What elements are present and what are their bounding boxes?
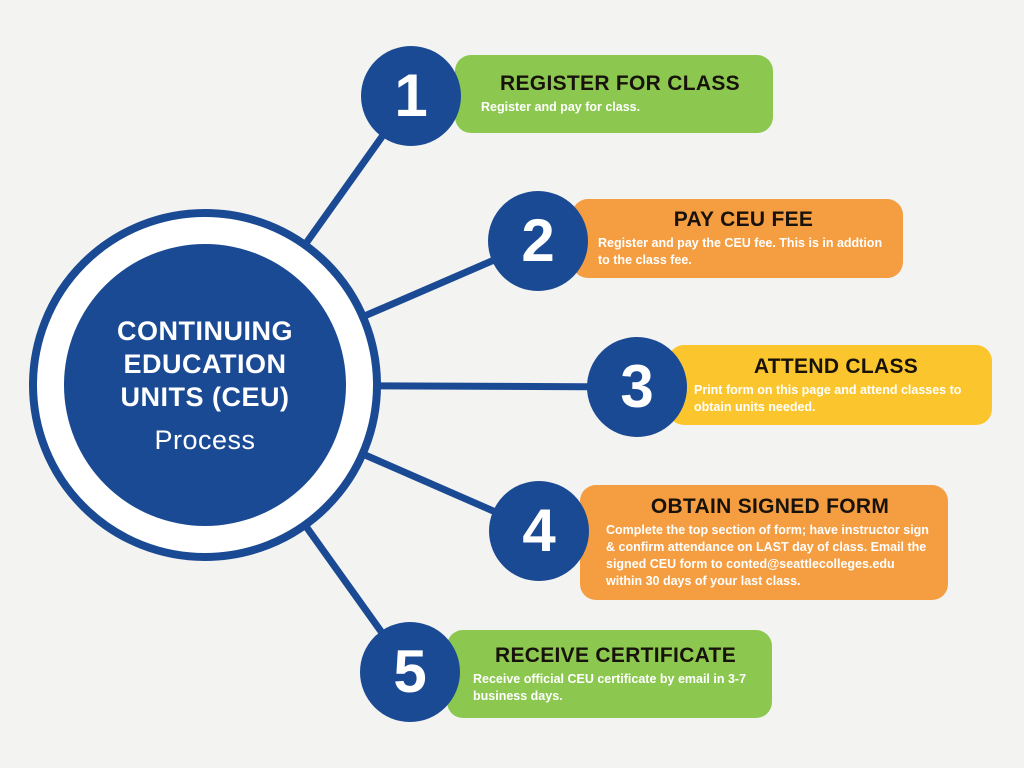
step-5-number-badge: 5 [360,622,460,722]
step-2-number: 2 [521,207,555,274]
step-5-description: Receive official CEU certificate by emai… [473,671,747,703]
center-circle: CONTINUING EDUCATION UNITS (CEU) Process [64,244,346,526]
step-2-title: PAY CEU FEE [673,208,814,231]
center-subtitle: Process [154,424,256,455]
step-2-box: PAY CEU FEE Register and pay the CEU fee… [572,199,903,278]
step-4-box: OBTAIN SIGNED FORM Complete the top sect… [580,485,948,600]
step-4-number-badge: 4 [489,481,589,581]
step-4-number: 4 [522,497,556,564]
step-1-description: Register and pay for class. [481,100,641,114]
step-5-number: 5 [393,638,427,705]
step-3-description: Print form on this page and attend class… [694,382,962,414]
center-title-line-3: UNITS (CEU) [120,381,290,412]
step-3-box: ATTEND CLASS Print form on this page and… [668,345,992,425]
step-1-box: REGISTER FOR CLASS Register and pay for … [455,55,773,133]
step-3-number-badge: 3 [587,337,687,437]
step-3-number: 3 [620,353,654,420]
step-5-box: RECEIVE CERTIFICATE Receive official CEU… [447,630,772,718]
step-4-description: Complete the top section of form; have i… [606,523,929,588]
step-1-number-badge: 1 [361,46,461,146]
step-4-title: OBTAIN SIGNED FORM [650,495,890,518]
step-5-title: RECEIVE CERTIFICATE [495,643,736,667]
step-1-title: REGISTER FOR CLASS [500,72,740,95]
center-title: CONTINUING EDUCATION UNITS (CEU) [117,315,293,414]
center-title-line-2: EDUCATION [123,348,287,379]
center-title-line-1: CONTINUING [117,315,293,346]
step-2-description: Register and pay the CEU fee. This is in… [598,236,883,267]
step-1-number: 1 [394,62,428,129]
step-3-title: ATTEND CLASS [753,354,919,378]
step-2-number-badge: 2 [488,191,588,291]
